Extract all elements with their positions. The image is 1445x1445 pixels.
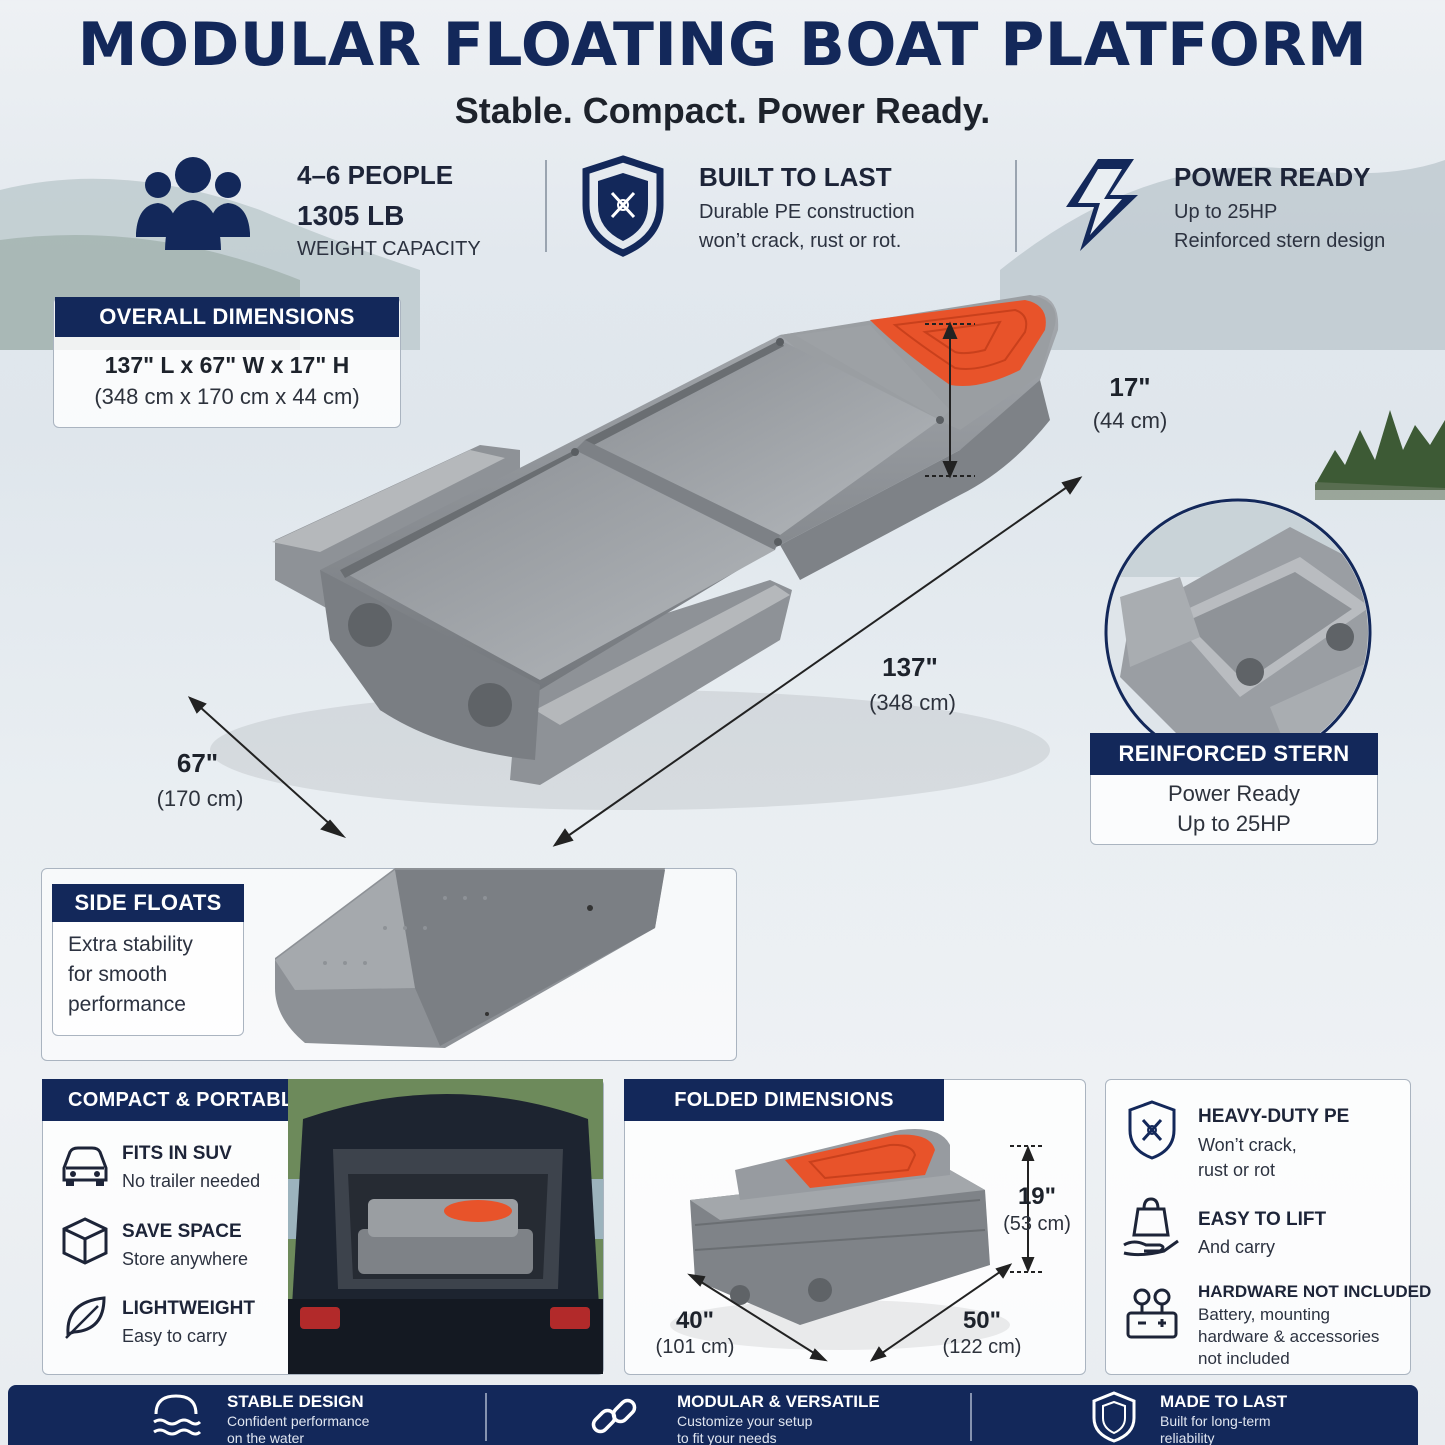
- people-icon: [136, 157, 250, 250]
- suv-trunk-photo: [288, 1079, 603, 1374]
- capacity-label: WEIGHT CAPACITY: [297, 238, 481, 260]
- folded-length-main: 50": [962, 1307, 1002, 1334]
- shield-icon: [582, 155, 664, 257]
- spec-line2: hardware & accessories: [1198, 1327, 1380, 1346]
- folded-width-sub: (101 cm): [655, 1336, 735, 1358]
- compact-item-title: SAVE SPACE: [122, 1221, 242, 1242]
- power-line2: Reinforced stern design: [1174, 230, 1386, 252]
- bottom-item-title: MODULAR & VERSATILE: [677, 1392, 880, 1411]
- compact-item-text: Store anywhere: [122, 1249, 249, 1269]
- stern-line2: Up to 25HP: [1177, 811, 1291, 836]
- feature-divider: [545, 160, 547, 252]
- link-icon: [591, 1398, 637, 1434]
- side-float-illustration: [275, 868, 665, 1048]
- page-title: MODULAR FLOATING BOAT PLATFORM: [77, 10, 1368, 80]
- side-floats-line1: Extra stability: [68, 933, 193, 956]
- bottom-item-title: MADE TO LAST: [1160, 1392, 1288, 1411]
- car-icon: [62, 1146, 108, 1186]
- lightning-icon: [1066, 159, 1138, 251]
- shield-check-icon: [1092, 1391, 1136, 1443]
- folded-height-main: 19": [1017, 1183, 1057, 1210]
- leaf-icon: [65, 1296, 106, 1339]
- width-dim-sub: (170 cm): [156, 786, 244, 811]
- stern-inset-photo: [1104, 498, 1372, 766]
- bottom-item-line2: reliability: [1160, 1430, 1215, 1445]
- spec-line3: not included: [1198, 1349, 1290, 1368]
- folded-height-sub: (53 cm): [1003, 1213, 1071, 1235]
- capacity-weight: 1305 LB: [297, 200, 405, 231]
- side-floats-line2: for smooth: [68, 963, 168, 986]
- height-dim-sub: (44 cm): [1092, 408, 1168, 433]
- tree-island: [1315, 410, 1445, 500]
- stern-line1: Power Ready: [1167, 781, 1301, 806]
- bottom-divider: [485, 1393, 487, 1441]
- overall-imperial: 137" L x 67" W x 17" H: [104, 352, 350, 378]
- power-title: POWER READY: [1174, 162, 1371, 192]
- stern-badge: REINFORCED STERN: [1090, 733, 1378, 775]
- spec-line1: Battery, mounting: [1198, 1305, 1330, 1324]
- spec-line2: rust or rot: [1198, 1160, 1276, 1180]
- spec-title: HEAVY-DUTY PE: [1198, 1106, 1350, 1127]
- compact-item-title: FITS IN SUV: [122, 1143, 232, 1164]
- built-title: BUILT TO LAST: [699, 162, 892, 192]
- length-dim-main: 137": [882, 652, 938, 682]
- folded-length-sub: (122 cm): [942, 1336, 1022, 1358]
- power-line1: Up to 25HP: [1174, 201, 1278, 223]
- bottom-feature-bar: [8, 1385, 1418, 1445]
- spec-line1: And carry: [1198, 1237, 1276, 1257]
- shield-pe-icon: [1128, 1100, 1176, 1160]
- lift-bag-icon: [1123, 1197, 1179, 1257]
- built-line2: won’t crack, rust or rot.: [699, 230, 902, 252]
- compact-item-text: Easy to carry: [122, 1326, 228, 1346]
- battery-icon: [1126, 1288, 1178, 1339]
- bottom-divider: [970, 1393, 972, 1441]
- feature-divider: [1015, 160, 1017, 252]
- compact-item-title: LIGHTWEIGHT: [122, 1298, 255, 1319]
- folded-badge: FOLDED DIMENSIONS: [624, 1079, 944, 1121]
- bottom-item-title: STABLE DESIGN: [227, 1392, 364, 1411]
- spec-line1: Won’t crack,: [1198, 1135, 1297, 1155]
- bottom-item-line1: Built for long-term: [1160, 1413, 1271, 1429]
- overall-dimensions-badge: OVERALL DIMENSIONS: [55, 297, 399, 337]
- bottom-item-line2: to fit your needs: [677, 1430, 777, 1445]
- height-dim-main: 17": [1109, 372, 1151, 402]
- folded-boat-illustration: [670, 1129, 1045, 1362]
- box-icon: [62, 1217, 108, 1265]
- bottom-item-line2: on the water: [227, 1430, 305, 1445]
- bottom-item-line1: Customize your setup: [677, 1413, 813, 1429]
- bottom-item-line1: Confident performance: [227, 1413, 370, 1429]
- compact-item-text: No trailer needed: [122, 1171, 261, 1191]
- capacity-people: 4–6 PEOPLE: [297, 160, 454, 190]
- spec-title: EASY TO LIFT: [1198, 1209, 1327, 1230]
- page-subtitle: Stable. Compact. Power Ready.: [454, 90, 991, 131]
- length-dim-sub: (348 cm): [869, 690, 956, 715]
- side-floats-line3: performance: [68, 993, 186, 1016]
- folded-width-main: 40": [675, 1307, 715, 1334]
- built-line1: Durable PE construction: [699, 201, 915, 223]
- side-floats-badge: SIDE FLOATS: [52, 884, 244, 922]
- overall-metric: (348 cm x 170 cm x 44 cm): [94, 384, 360, 409]
- boat-illustration: [187, 295, 1083, 847]
- waves-icon: [153, 1394, 202, 1436]
- width-dim-main: 67": [176, 748, 219, 778]
- spec-title: HARDWARE NOT INCLUDED: [1198, 1282, 1432, 1301]
